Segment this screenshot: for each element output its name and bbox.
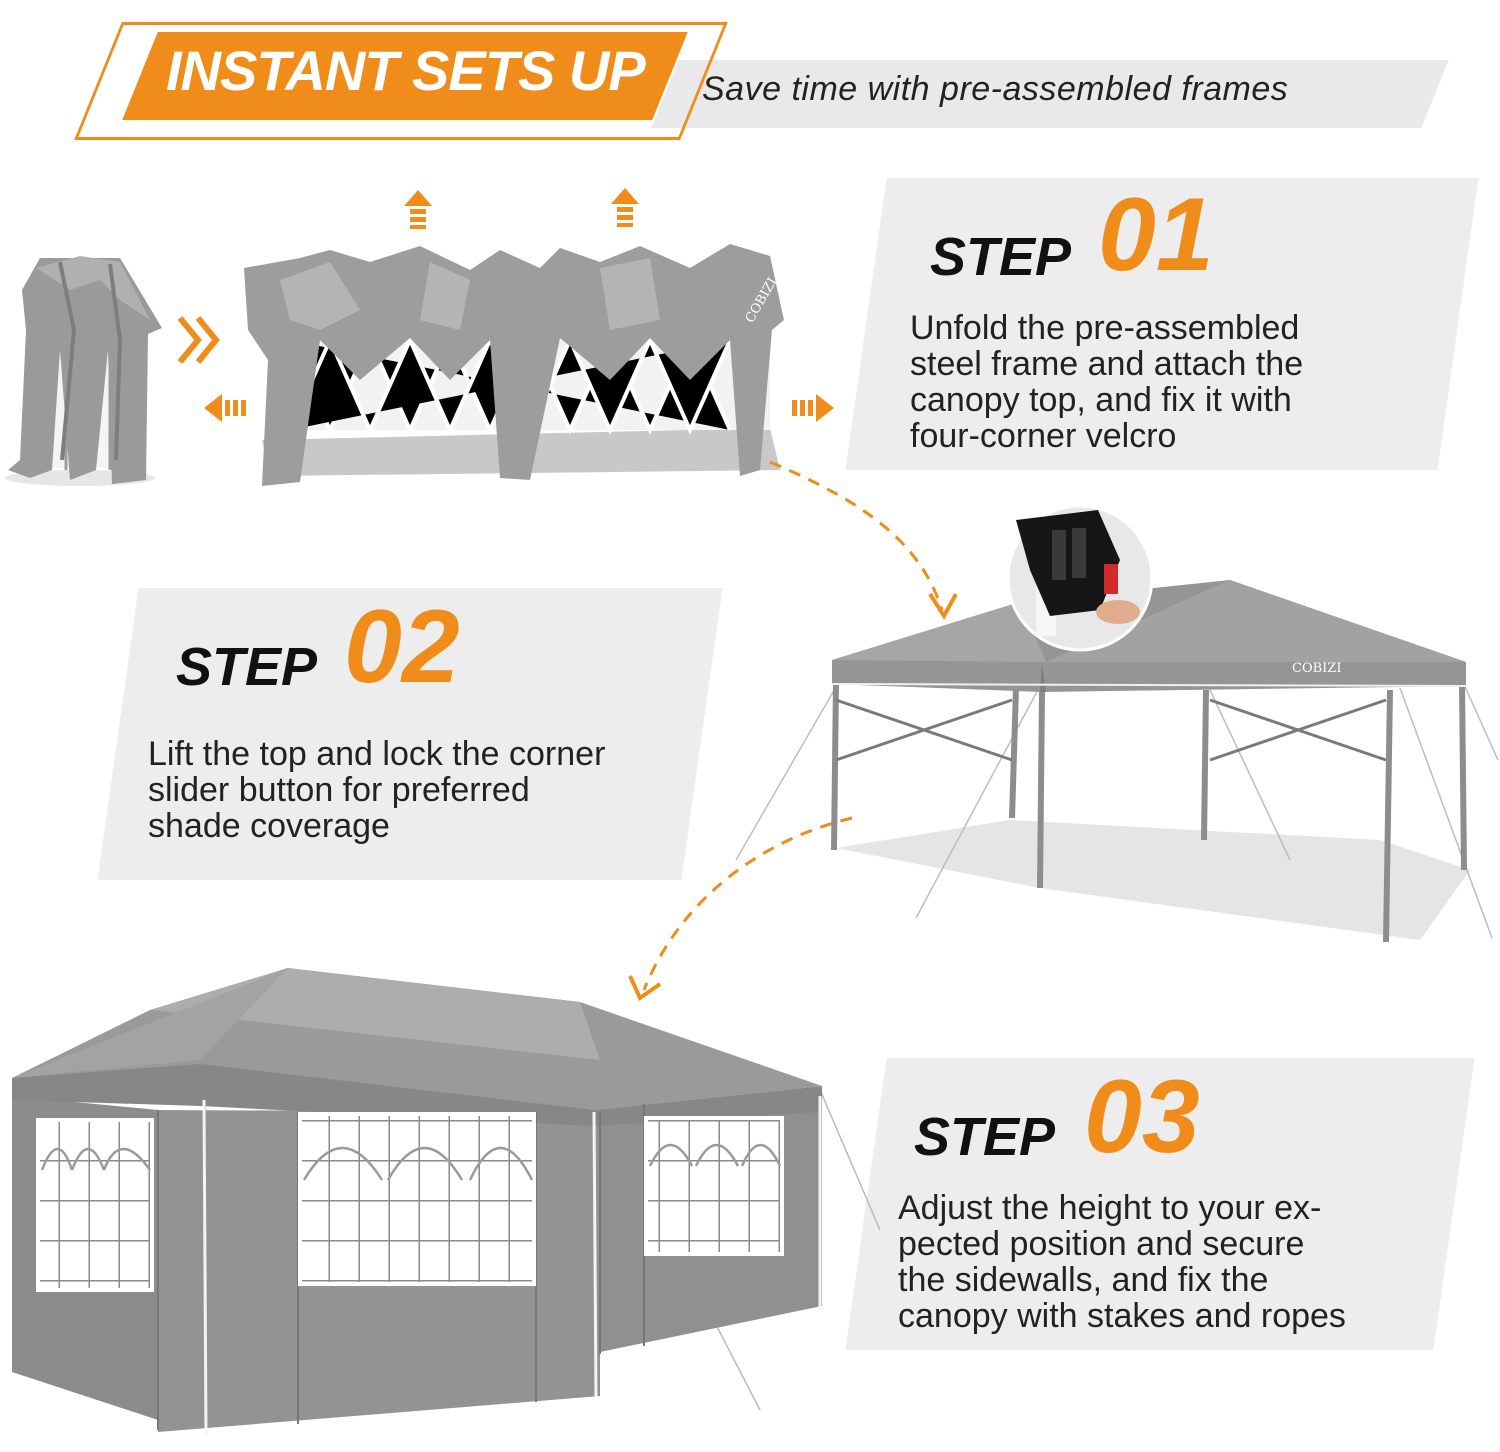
step-03-description: Adjust the height to your ex- pected pos… [898,1189,1346,1335]
double-chevron-icon [177,316,220,364]
step-03-label: STEP [914,1107,1056,1167]
step-02-description: Lift the top and lock the corner slider … [148,735,606,845]
slider-detail-zoom-image [1006,504,1154,652]
arrow-up-icon [404,190,432,229]
step-03-number: 03 [1084,1059,1200,1175]
brand-logo: COBIZI [1292,661,1341,676]
page-title: INSTANT SETS UP [166,39,646,102]
expanding-frame-image: COBIZI [244,244,784,486]
arrow-left-icon [204,394,246,422]
step-01-number: 01 [1098,177,1214,293]
enclosed-gazebo-image [12,968,881,1437]
window-panel [298,1112,536,1286]
curved-arrow-icon [642,816,853,991]
arrow-up-icon [611,188,639,227]
arrowhead-icon [928,592,958,620]
arrowhead-icon [628,975,662,1002]
window-panel [36,1118,154,1292]
step-01-label: STEP [930,227,1072,287]
step-01-description: Unfold the pre-assembled steel frame and… [910,309,1304,455]
step-02-number: 02 [344,589,460,705]
arrow-right-icon [792,394,834,422]
curved-arrow-icon [769,460,944,611]
subtitle: Save time with pre-assembled frames [702,70,1289,108]
open-canopy-image: COBIZI [735,580,1499,943]
folded-gazebo-image [5,256,162,486]
step-02-label: STEP [176,637,318,697]
window-panel [644,1116,784,1256]
